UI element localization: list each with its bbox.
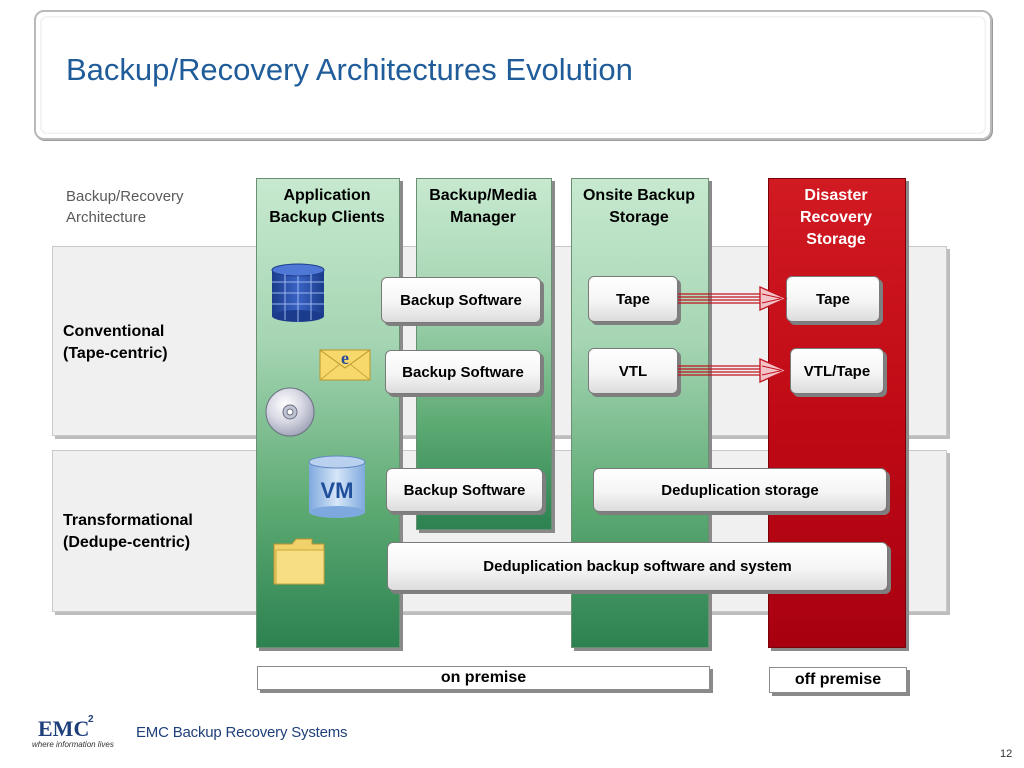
media-manager-column-header: Backup/Media Manager: [429, 187, 537, 226]
on-premise-label: on premise: [257, 666, 710, 690]
page-number: 12: [1000, 748, 1013, 760]
vtl-onsite-box: VTL: [588, 348, 678, 394]
backup-software-box: Backup Software: [386, 468, 543, 512]
row-header-label: Backup/Recovery Architecture: [66, 188, 184, 226]
footer-brand: EMC Backup Recovery Systems: [136, 724, 348, 741]
vtl-tape-dr-box: VTL/Tape: [790, 348, 884, 394]
deduplication-system-box: Deduplication backup software and system: [387, 542, 888, 591]
onsite-storage-column-header: Onsite Backup Storage: [582, 187, 696, 226]
vm-icon: VM: [308, 455, 366, 518]
off-premise-label: off premise: [769, 667, 907, 693]
vtl-replication-arrow: [678, 358, 788, 383]
emc-logo: EMC: [38, 716, 90, 741]
emc-logo-superscript: 2: [88, 714, 94, 725]
conventional-row-label: Conventional (Tape-centric): [63, 323, 168, 362]
email-icon: e: [319, 348, 371, 381]
tape-dr-box: Tape: [786, 276, 880, 322]
transformational-row-label: Transformational (Dedupe-centric): [63, 512, 193, 551]
backup-software-box: Backup Software: [385, 350, 541, 394]
backup-software-box: Backup Software: [381, 277, 541, 323]
vm-icon-label: VM: [321, 478, 354, 503]
tape-onsite-box: Tape: [588, 276, 678, 322]
emc-tagline: where information lives: [32, 740, 114, 749]
disaster-recovery-column-header: Disaster Recovery Storage: [799, 187, 873, 248]
slide-title: Backup/Recovery Architectures Evolution: [66, 52, 633, 87]
disc-icon: [265, 387, 315, 437]
folder-icon: [273, 538, 325, 585]
clients-column-header: Application Backup Clients: [269, 187, 385, 226]
tape-replication-arrow: [678, 286, 788, 311]
title-frame: [34, 10, 992, 140]
deduplication-storage-box: Deduplication storage: [593, 468, 887, 512]
email-icon-letter: e: [341, 348, 349, 368]
database-icon: [271, 263, 325, 322]
